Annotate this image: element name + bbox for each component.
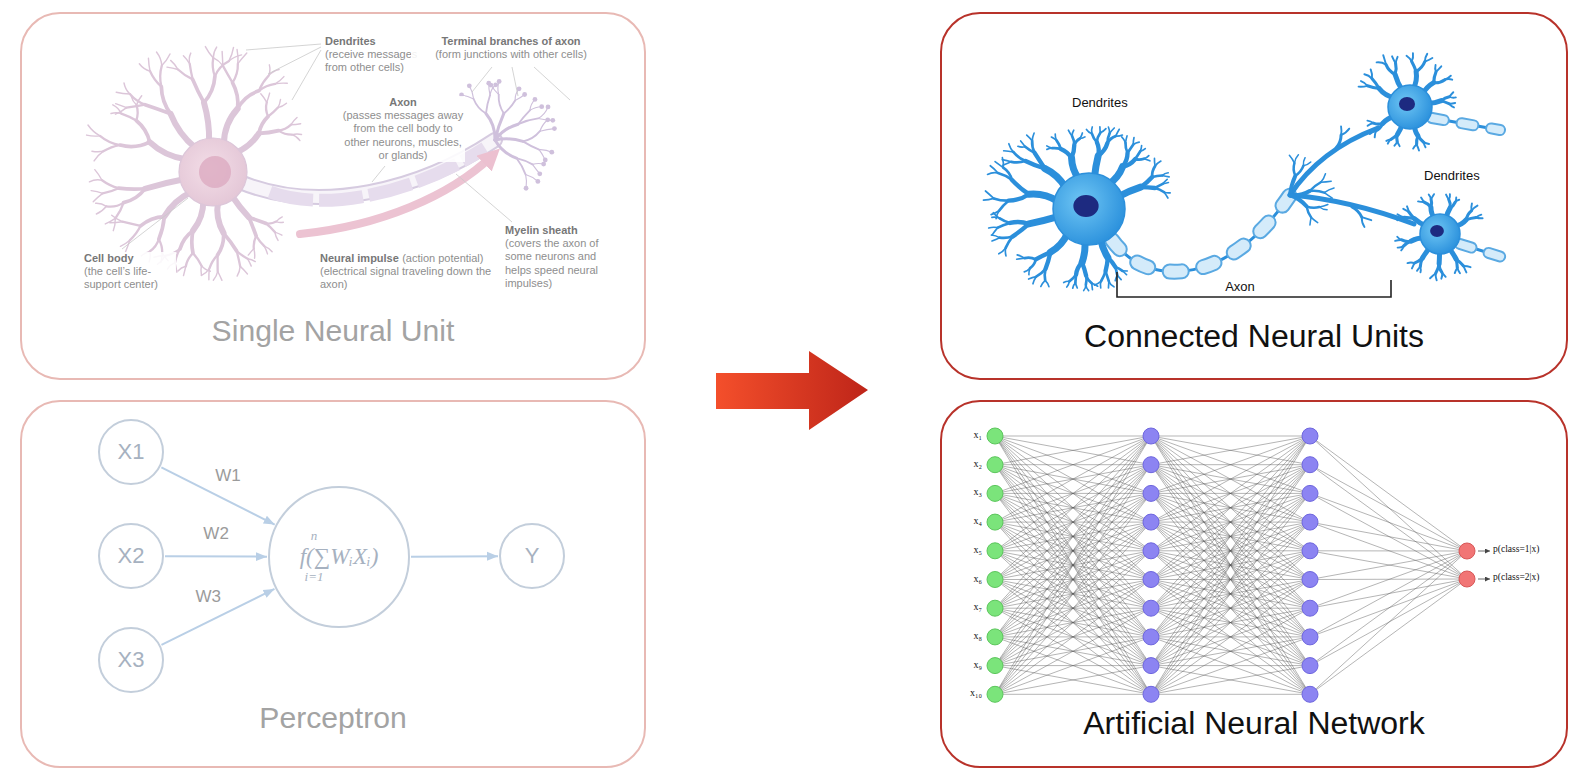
input-node: X3	[98, 627, 164, 693]
diagram-panel: Connected Neural Units	[940, 12, 1568, 380]
input-node: X2	[98, 523, 164, 589]
callout: p(class=2|x)	[1493, 572, 1539, 583]
callout: p(class=1|x)	[1493, 544, 1539, 555]
callout-text: x₇	[974, 601, 983, 612]
callout: Axon(passes messages away from the cell …	[341, 96, 465, 162]
callout-text: x₁₀	[970, 687, 982, 698]
callout-text: x₂	[974, 458, 983, 469]
callout-text: (covers the axon of some neurons and hel…	[505, 237, 601, 290]
callout-text: (passes messages away from the cell body…	[341, 109, 465, 162]
connector-arrow	[165, 555, 267, 557]
callout-heading: Neural impulse	[320, 252, 399, 264]
callout: Dendrites(receive messages from other ce…	[325, 35, 435, 75]
panel-title: Connected Neural Units	[942, 317, 1566, 355]
panel-title: Artificial Neural Network	[942, 704, 1566, 742]
node-label: i=1	[305, 570, 324, 585]
callout: Axon	[1210, 279, 1270, 295]
callout: x₈	[946, 630, 982, 642]
summation-node: nf(∑WᵢXᵢ)i=1	[268, 486, 410, 628]
callout: x₃	[946, 486, 982, 498]
callout-heading: Myelin sheath	[505, 224, 601, 237]
callout-text: x₄	[974, 515, 983, 526]
callout: Myelin sheath(covers the axon of some ne…	[505, 224, 601, 290]
input-node: X1	[98, 419, 164, 485]
callout: Terminal branches of axon(form junctions…	[411, 35, 611, 61]
transition-arrow	[716, 351, 868, 430]
output-node: Y	[499, 523, 565, 589]
callout-text: (the cell’s life-support center)	[84, 265, 176, 291]
callout: x₁	[946, 429, 982, 441]
connector-arrow	[161, 467, 274, 524]
panel-title: Single Neural Unit	[22, 313, 644, 349]
weight-label: W2	[201, 524, 231, 544]
callout-text: x₁	[974, 429, 983, 440]
callout: x₉	[946, 659, 982, 671]
callout-text: Axon	[1225, 279, 1255, 294]
callout: x₂	[946, 458, 982, 470]
callout: Dendrites	[1072, 95, 1128, 111]
connector-arrow	[411, 555, 498, 557]
callout: Neural impulse(action potential) (electr…	[320, 252, 498, 292]
node-label: n	[311, 529, 318, 544]
callout-text: x₃	[974, 486, 983, 497]
callout: x₁₀	[946, 687, 982, 699]
neuron-illustration	[983, 53, 1505, 290]
impulse-arrow	[300, 156, 492, 234]
node-label: Y	[525, 543, 540, 568]
callout-heading: Axon	[341, 96, 465, 109]
callout: x₄	[946, 515, 982, 527]
node-label: X2	[118, 543, 145, 568]
diagram-panel: Perceptron X1X2X3 nf(∑WᵢXᵢ)i=1 Y	[20, 400, 646, 768]
node-label: X3	[118, 647, 145, 672]
panel-title: Perceptron	[22, 700, 644, 736]
connector-arrow	[161, 589, 274, 645]
callout-text: x₉	[974, 659, 983, 670]
leader-lines	[122, 44, 570, 249]
callout-text: x₆	[974, 573, 983, 584]
callout-text: p(class=1|x)	[1493, 544, 1539, 554]
callout-text: x₅	[974, 544, 983, 555]
callout: x₅	[946, 544, 982, 556]
callout-text: (action potential) (electrical signal tr…	[320, 252, 491, 290]
callout: x₆	[946, 573, 982, 585]
callout-heading: Terminal branches of axon	[411, 35, 611, 48]
neuron-illustration	[87, 47, 557, 281]
callout: Dendrites	[1424, 168, 1480, 184]
network-illustration	[987, 428, 1490, 702]
diagram-panel: Single Neural Unit	[20, 12, 646, 380]
node-label: X1	[118, 439, 145, 464]
callout-text: p(class=2|x)	[1493, 572, 1539, 582]
callout-text: x₈	[974, 630, 983, 641]
node-label: f(∑WᵢXᵢ)	[300, 544, 379, 570]
callout-heading: Cell body	[84, 252, 176, 265]
callout: Cell body(the cell’s life-support center…	[84, 252, 176, 292]
callout-text: Dendrites	[1072, 95, 1128, 110]
callout-heading: Dendrites	[325, 35, 435, 48]
axon-bracket	[1117, 272, 1391, 297]
weight-label: W3	[193, 587, 223, 607]
callout-text: Dendrites	[1424, 168, 1480, 183]
weight-label: W1	[213, 466, 243, 486]
diagram-panel: Artificial Neural Network	[940, 400, 1568, 768]
callout-text: (receive messages from other cells)	[325, 48, 435, 74]
callout-text: (form junctions with other cells)	[411, 48, 611, 61]
callout: x₇	[946, 601, 982, 613]
